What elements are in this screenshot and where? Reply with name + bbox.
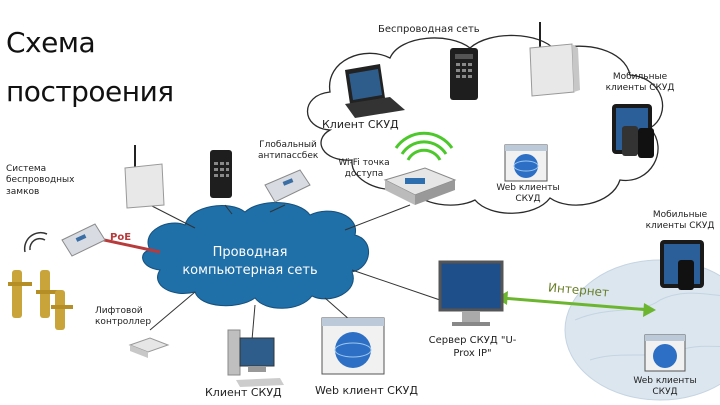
title-line-1: Схема	[6, 26, 96, 59]
connector-line	[324, 297, 351, 321]
page-title: Схема построения	[6, 18, 174, 116]
door-lock-icon	[8, 270, 73, 330]
tablet-phone-icon	[612, 104, 654, 158]
connector-line	[224, 204, 233, 215]
antipassback-device-icon	[264, 169, 311, 203]
internet-arrow-right	[643, 303, 656, 317]
poe-line	[94, 236, 161, 254]
global-antipassback-label: Глобальный антипассбек	[258, 140, 319, 162]
connector-line	[269, 204, 286, 213]
wired-network-label: Проводная компьютерная сеть	[182, 245, 318, 278]
server-monitor-icon	[438, 260, 504, 326]
web-clients-mid-label: Web клиенты СКУД	[496, 183, 560, 205]
web-client-window-icon	[504, 144, 548, 182]
mobile-clients-right-label: Мобильные клиенты СКУД	[645, 210, 715, 232]
web-clients-bottom-right-label: Web клиенты СКУД	[633, 376, 697, 398]
keypad-reader-icon	[210, 150, 232, 198]
mobile-clients-top-label: Мобильные клиенты СКУД	[605, 72, 675, 94]
lock-hub-device-icon	[23, 223, 106, 257]
poe-label: PoE	[110, 232, 132, 243]
keypad-reader-icon	[450, 48, 478, 100]
wireless-network-label: Беспроводная сеть	[378, 24, 480, 35]
laptop-icon	[345, 64, 405, 118]
connector-line	[149, 204, 196, 229]
web-client-window-icon	[644, 334, 686, 372]
connector-line	[344, 204, 411, 231]
title-line-2: построения	[6, 75, 174, 108]
client-skud-top-label: Клиент СКУД	[322, 118, 399, 131]
internet-link	[501, 296, 651, 312]
web-client-bottom-label: Web клиент СКУД	[315, 384, 418, 397]
wifi-ap-label: Wi-Fi точка доступа	[338, 158, 390, 180]
desktop-computer-icon	[227, 329, 284, 387]
connector-line	[251, 304, 256, 341]
web-client-window-icon	[321, 317, 385, 375]
connector-line	[351, 269, 441, 301]
elevator-controller-icon	[128, 337, 170, 358]
connector-line	[149, 291, 196, 331]
controller-box-icon	[124, 145, 165, 209]
tablet-phone-icon	[660, 240, 704, 290]
server-label: Сервер СКУД "U-Prox IP"	[428, 335, 517, 359]
client-skud-bottom-label: Клиент СКУД	[205, 386, 282, 399]
elevator-controller-label: Лифтовой контроллер	[95, 306, 152, 328]
wireless-locks-label: Система беспроводных замков	[6, 164, 75, 197]
wifi-router-icon	[383, 131, 457, 205]
controller-box-icon	[529, 22, 580, 97]
